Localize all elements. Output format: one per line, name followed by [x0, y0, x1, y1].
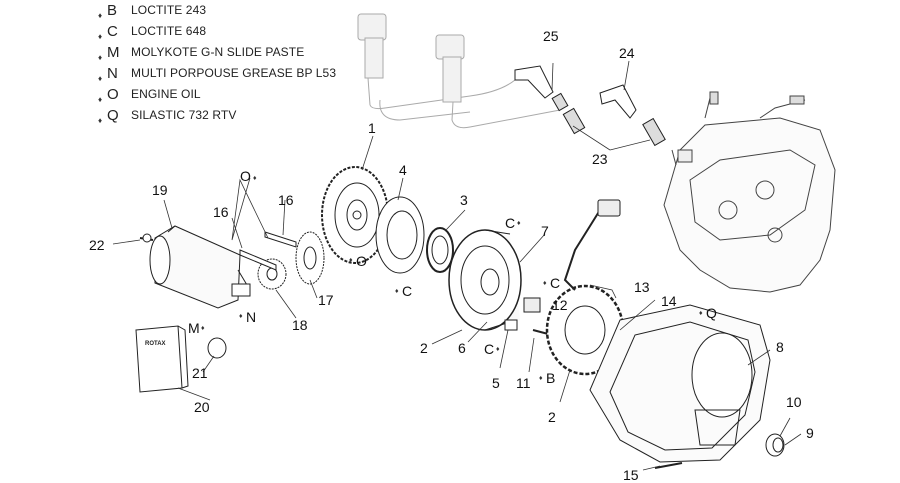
legend-code: C — [107, 23, 118, 40]
lubricant-code: C — [484, 341, 494, 357]
drop-icon: ♦ — [253, 175, 257, 182]
part-number: 25 — [543, 28, 559, 44]
part-number: 16 — [213, 204, 229, 220]
spark-plug-caps — [514, 65, 666, 147]
part-number: 5 — [492, 375, 500, 391]
drop-markers: ♦ ♦ ♦ ♦ ♦ ♦ ♦ ♦ ♦ ♦ — [201, 175, 703, 382]
drop-icon: ♦ — [98, 53, 103, 62]
stator — [545, 199, 625, 376]
legend-row: ♦ M MOLYKOTE G-N SLIDE PASTE — [98, 42, 418, 63]
o-ring-and-booklet — [135, 325, 227, 393]
part-number: 10 — [786, 394, 802, 410]
drop-icon: ♦ — [98, 11, 103, 20]
ignition-coils — [357, 13, 561, 129]
part-number: 20 — [194, 399, 210, 415]
drop-icon: ♦ — [517, 220, 521, 227]
lubricant-code: C — [550, 275, 560, 291]
part-number: 18 — [292, 317, 308, 333]
part-number: 9 — [806, 425, 814, 441]
part-number: 23 — [592, 151, 608, 167]
side-cover — [589, 304, 785, 469]
flywheel — [448, 229, 522, 331]
part-number: 15 — [623, 467, 639, 483]
cylinder-head — [663, 91, 836, 293]
part-number: 8 — [776, 339, 784, 355]
lubricant-code: N — [246, 309, 256, 325]
drop-icon: ♦ — [201, 325, 205, 332]
legend-row: ♦ O ENGINE OIL — [98, 84, 418, 105]
drop-icon: ♦ — [239, 313, 243, 320]
lubricant-codes: O O M N C C C C B Q — [188, 168, 717, 386]
lubricant-legend: ♦ B LOCTITE 243 ♦ C LOCTITE 648 ♦ M MOLY… — [98, 0, 418, 126]
legend-code: O — [107, 86, 119, 103]
legend-code: N — [107, 65, 118, 82]
legend-text: ENGINE OIL — [131, 87, 201, 101]
legend-text: LOCTITE 243 — [131, 3, 207, 17]
part-number: 21 — [192, 365, 208, 381]
part-number: 11 — [516, 375, 531, 391]
part-number: 22 — [89, 237, 105, 253]
drop-icon: ♦ — [98, 95, 103, 104]
part-number: 6 — [458, 340, 466, 356]
drop-icon: ♦ — [349, 257, 353, 264]
lubricant-code: M — [188, 320, 200, 336]
part-number: 1 — [368, 120, 376, 136]
drop-icon: ♦ — [98, 116, 103, 125]
part-number: 2 — [548, 409, 556, 425]
part-number: 24 — [619, 45, 635, 61]
part-number: 3 — [460, 192, 468, 208]
drop-icon: ♦ — [699, 310, 703, 317]
legend-code: Q — [107, 107, 119, 124]
drop-icon: ♦ — [98, 32, 103, 41]
part-number: 17 — [318, 292, 334, 308]
drop-icon: ♦ — [539, 375, 543, 382]
starter-gears — [239, 231, 325, 290]
part-number: 7 — [541, 223, 549, 239]
lubricant-code: O — [356, 253, 367, 269]
legend-row: ♦ Q SILASTIC 732 RTV — [98, 105, 418, 126]
drop-icon: ♦ — [543, 280, 547, 287]
part-number: 4 — [399, 162, 407, 178]
drop-icon: ♦ — [395, 288, 399, 295]
lubricant-code: O — [240, 168, 251, 184]
part-numbers: 1 2 2 3 4 5 6 7 8 9 10 11 12 13 14 15 16… — [89, 28, 814, 483]
booklet-brand: ROTAX — [145, 341, 166, 347]
lubricant-code: Q — [706, 305, 717, 321]
drop-icon: ♦ — [496, 346, 500, 353]
part-number: 19 — [152, 182, 168, 198]
drop-icon: ♦ — [98, 74, 103, 83]
starter-motor — [139, 225, 251, 309]
legend-text: MOLYKOTE G-N SLIDE PASTE — [131, 45, 305, 59]
lubricant-code: C — [505, 215, 515, 231]
lubricant-code: B — [546, 370, 555, 386]
leader-lines — [112, 60, 802, 471]
legend-code: M — [107, 44, 120, 61]
part-number: 12 — [552, 297, 568, 313]
part-number: 2 — [420, 340, 428, 356]
legend-text: MULTI PORPOUSE GREASE BP L53 — [131, 66, 337, 80]
part-number: 13 — [634, 279, 650, 295]
legend-row: ♦ N MULTI PORPOUSE GREASE BP L53 — [98, 63, 418, 84]
legend-text: LOCTITE 648 — [131, 24, 207, 38]
legend-code: B — [107, 2, 118, 19]
legend-row: ♦ C LOCTITE 648 — [98, 21, 418, 42]
freewheel-plate — [375, 196, 454, 274]
part-number: 16 — [278, 192, 294, 208]
lubricant-code: C — [402, 283, 412, 299]
legend-text: SILASTIC 732 RTV — [131, 108, 237, 122]
part-number: 14 — [661, 293, 677, 309]
legend-row: ♦ B LOCTITE 243 — [98, 0, 418, 21]
